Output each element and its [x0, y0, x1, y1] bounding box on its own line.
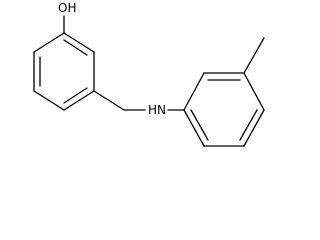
- toluene-ring: [183, 72, 265, 147]
- bond: [63, 32, 95, 53]
- bond: [183, 72, 205, 111]
- bond: [63, 90, 95, 111]
- double-bond-inner: [239, 109, 258, 141]
- double-bond-inner: [63, 39, 88, 56]
- bond: [33, 90, 65, 111]
- structure-diagram: OH HN: [33, 1, 265, 147]
- bond: [33, 32, 65, 53]
- bond: [243, 109, 265, 147]
- bond: [183, 109, 205, 147]
- methyl-bond: [243, 37, 265, 74]
- amine-label: HN: [148, 103, 166, 117]
- methylene-bond: [93, 90, 125, 111]
- double-bond-inner: [63, 87, 88, 104]
- bond: [243, 72, 265, 111]
- double-bond-inner: [190, 109, 209, 141]
- phenol-ring: [33, 32, 95, 111]
- hydroxyl-label: OH: [58, 1, 76, 15]
